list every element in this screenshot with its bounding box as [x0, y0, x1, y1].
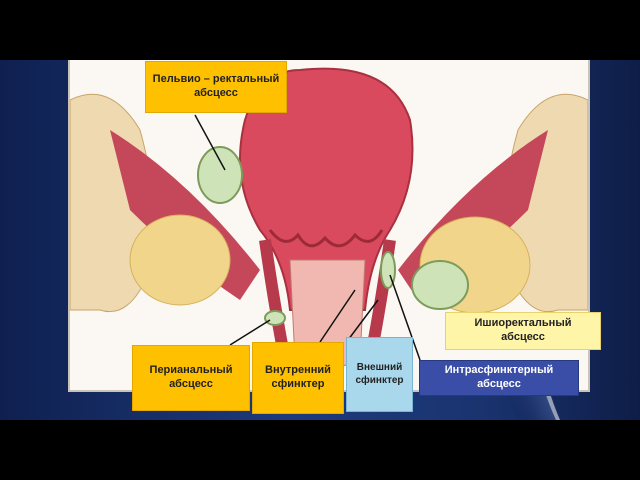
label-perianal-abscess: Перианальный абсцесс	[132, 345, 250, 411]
label-external-sphincter: Внешний сфинктер	[346, 337, 413, 412]
ischiorectal-abscess-shape	[411, 260, 469, 310]
label-ischiorectal-abscess: Ишиоректальный абсцесс	[445, 312, 601, 350]
intersphincteric-abscess-shape	[380, 251, 396, 289]
pelvirectal-abscess	[197, 146, 243, 204]
label-internal-sphincter: Внутренний сфинктер	[252, 342, 344, 414]
left-fat-tissue	[129, 214, 231, 306]
label-pelvio-rectal-abscess: Пельвио – ректальный абсцесс	[145, 61, 287, 113]
label-intersphincteric-abscess: Интрасфинктерный абсцесс	[419, 360, 579, 396]
perianal-abscess	[264, 310, 286, 326]
anal-columns	[268, 229, 384, 248]
anorectal-anatomy-drawing	[70, 67, 588, 368]
